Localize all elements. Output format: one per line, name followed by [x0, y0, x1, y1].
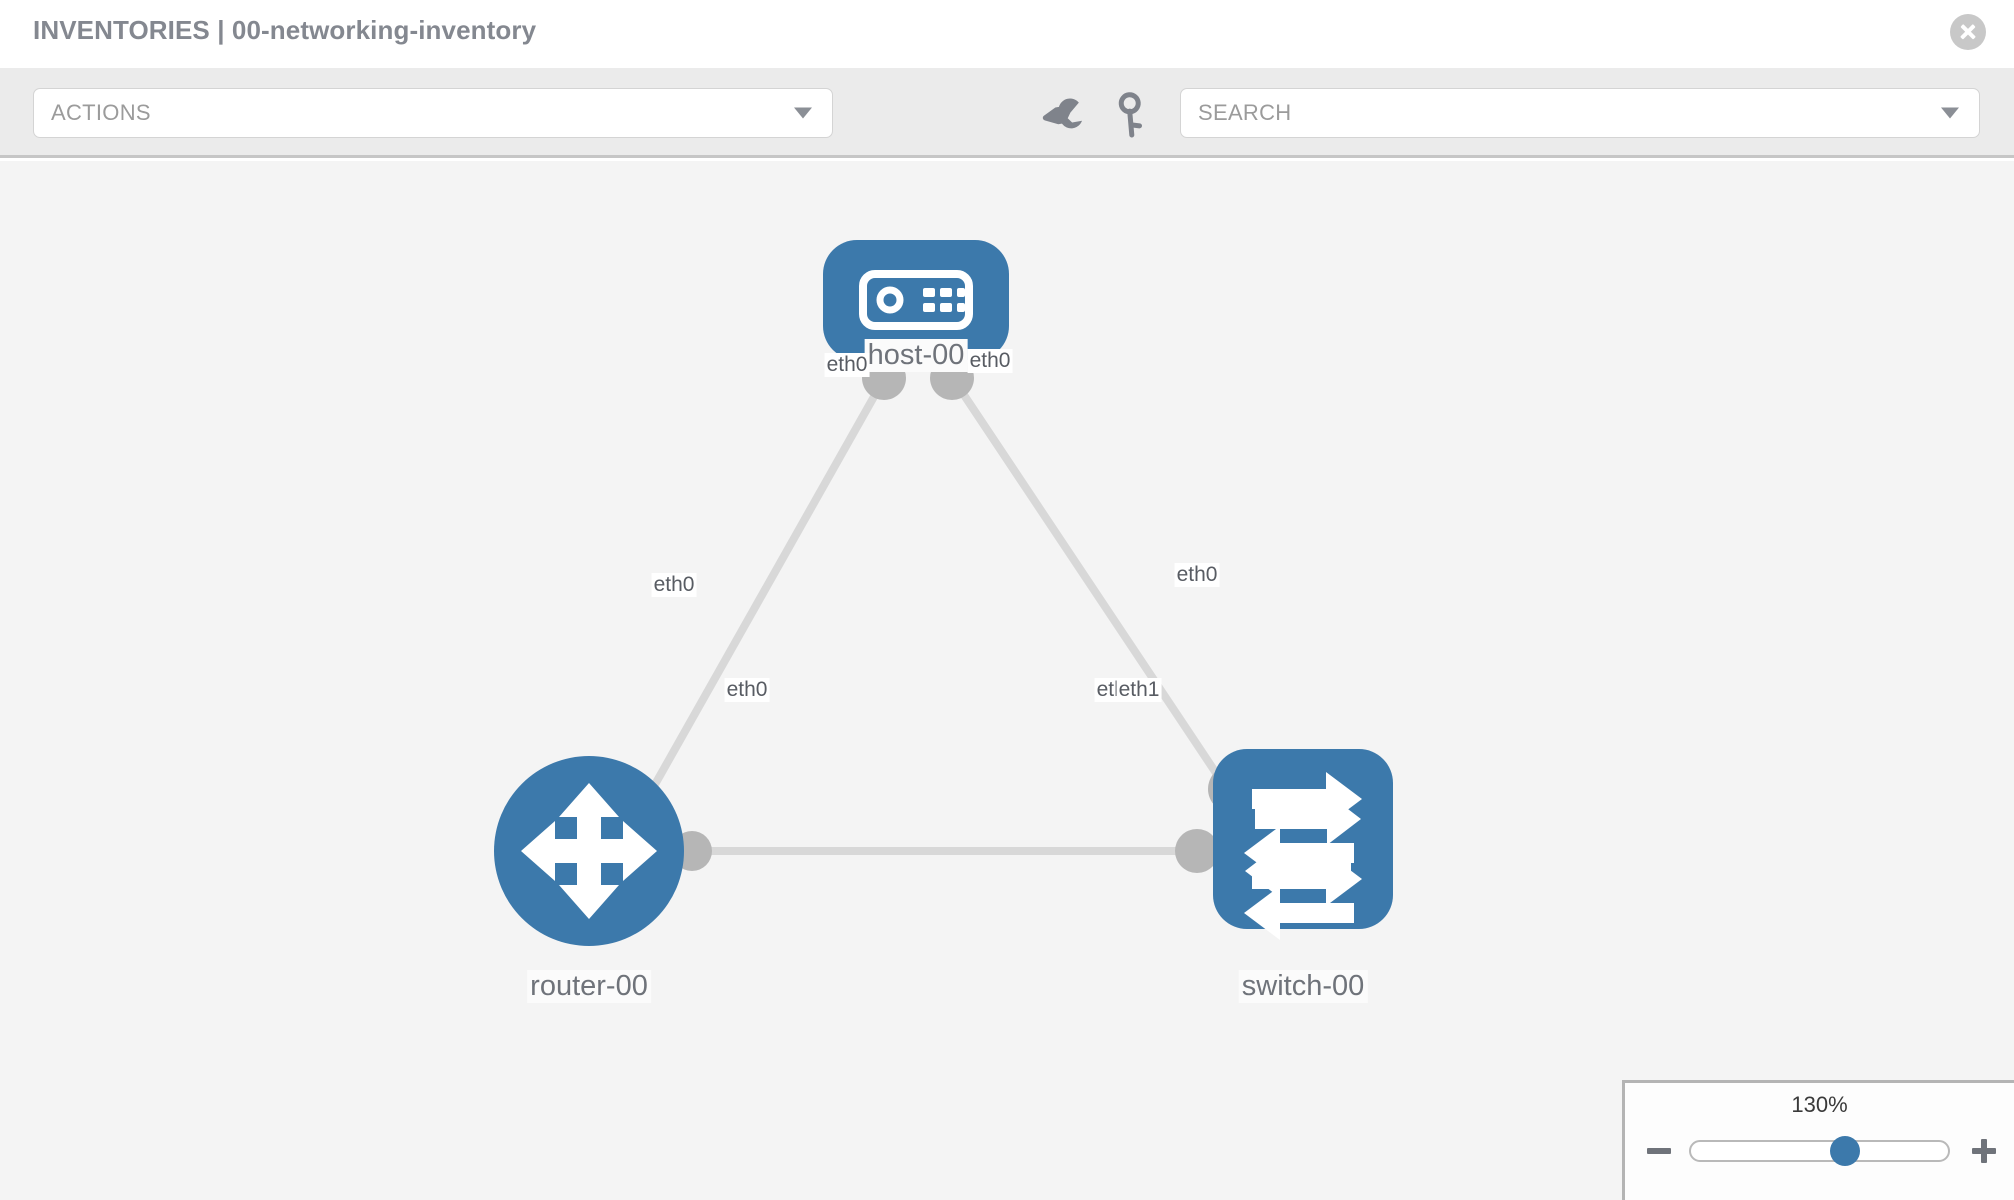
connector-switch-west — [1175, 829, 1219, 873]
node-switch-00 — [1213, 749, 1393, 940]
chevron-down-icon — [794, 107, 812, 119]
node-label-switch-00: switch-00 — [1238, 970, 1368, 1003]
actions-dropdown-label: ACTIONS — [51, 100, 151, 125]
link-layer — [636, 383, 1242, 855]
window-header: INVENTORIES | 00-networking-inventory — [0, 0, 2014, 68]
search-input[interactable]: SEARCH — [1180, 88, 1980, 138]
zoom-slider-track[interactable] — [1689, 1136, 1950, 1166]
zoom-out-button[interactable] — [1645, 1137, 1673, 1165]
port-label: eth1 — [1116, 678, 1162, 702]
search-placeholder: SEARCH — [1198, 100, 1292, 125]
node-label-router-00: router-00 — [527, 970, 651, 1003]
actions-dropdown[interactable]: ACTIONS — [33, 88, 833, 138]
topology-canvas[interactable]: host-00 router-00 switch-00 eth0 eth0 et… — [0, 161, 2014, 1200]
zoom-in-button[interactable] — [1970, 1137, 1998, 1165]
node-label-host-00: host-00 — [864, 339, 968, 372]
close-icon[interactable] — [1950, 14, 1986, 50]
link-host-router — [636, 384, 884, 813]
node-host-00 — [823, 240, 1009, 360]
port-label: eth0 — [824, 353, 870, 377]
port-label: eth0 — [1174, 563, 1220, 587]
key-icon[interactable] — [1107, 88, 1157, 138]
connector-layer — [672, 356, 1256, 873]
node-router-00 — [494, 756, 684, 946]
wrench-icon[interactable] — [1040, 88, 1090, 138]
zoom-slider-thumb[interactable] — [1830, 1136, 1861, 1166]
zoom-control-panel: 130% — [1622, 1080, 2014, 1200]
toolbar: ACTIONS SEARCH — [0, 68, 2014, 158]
link-host-switch — [954, 383, 1242, 809]
port-label: eth0 — [967, 349, 1013, 373]
page-title: INVENTORIES | 00-networking-inventory — [33, 15, 537, 45]
port-label: eth0 — [724, 678, 770, 702]
port-label: eth0 — [651, 573, 697, 597]
zoom-level-value: 130% — [1791, 1092, 1848, 1117]
chevron-down-icon — [1941, 107, 1959, 119]
zoom-slider-row — [1625, 1131, 2014, 1171]
topology-graph — [494, 240, 1393, 946]
